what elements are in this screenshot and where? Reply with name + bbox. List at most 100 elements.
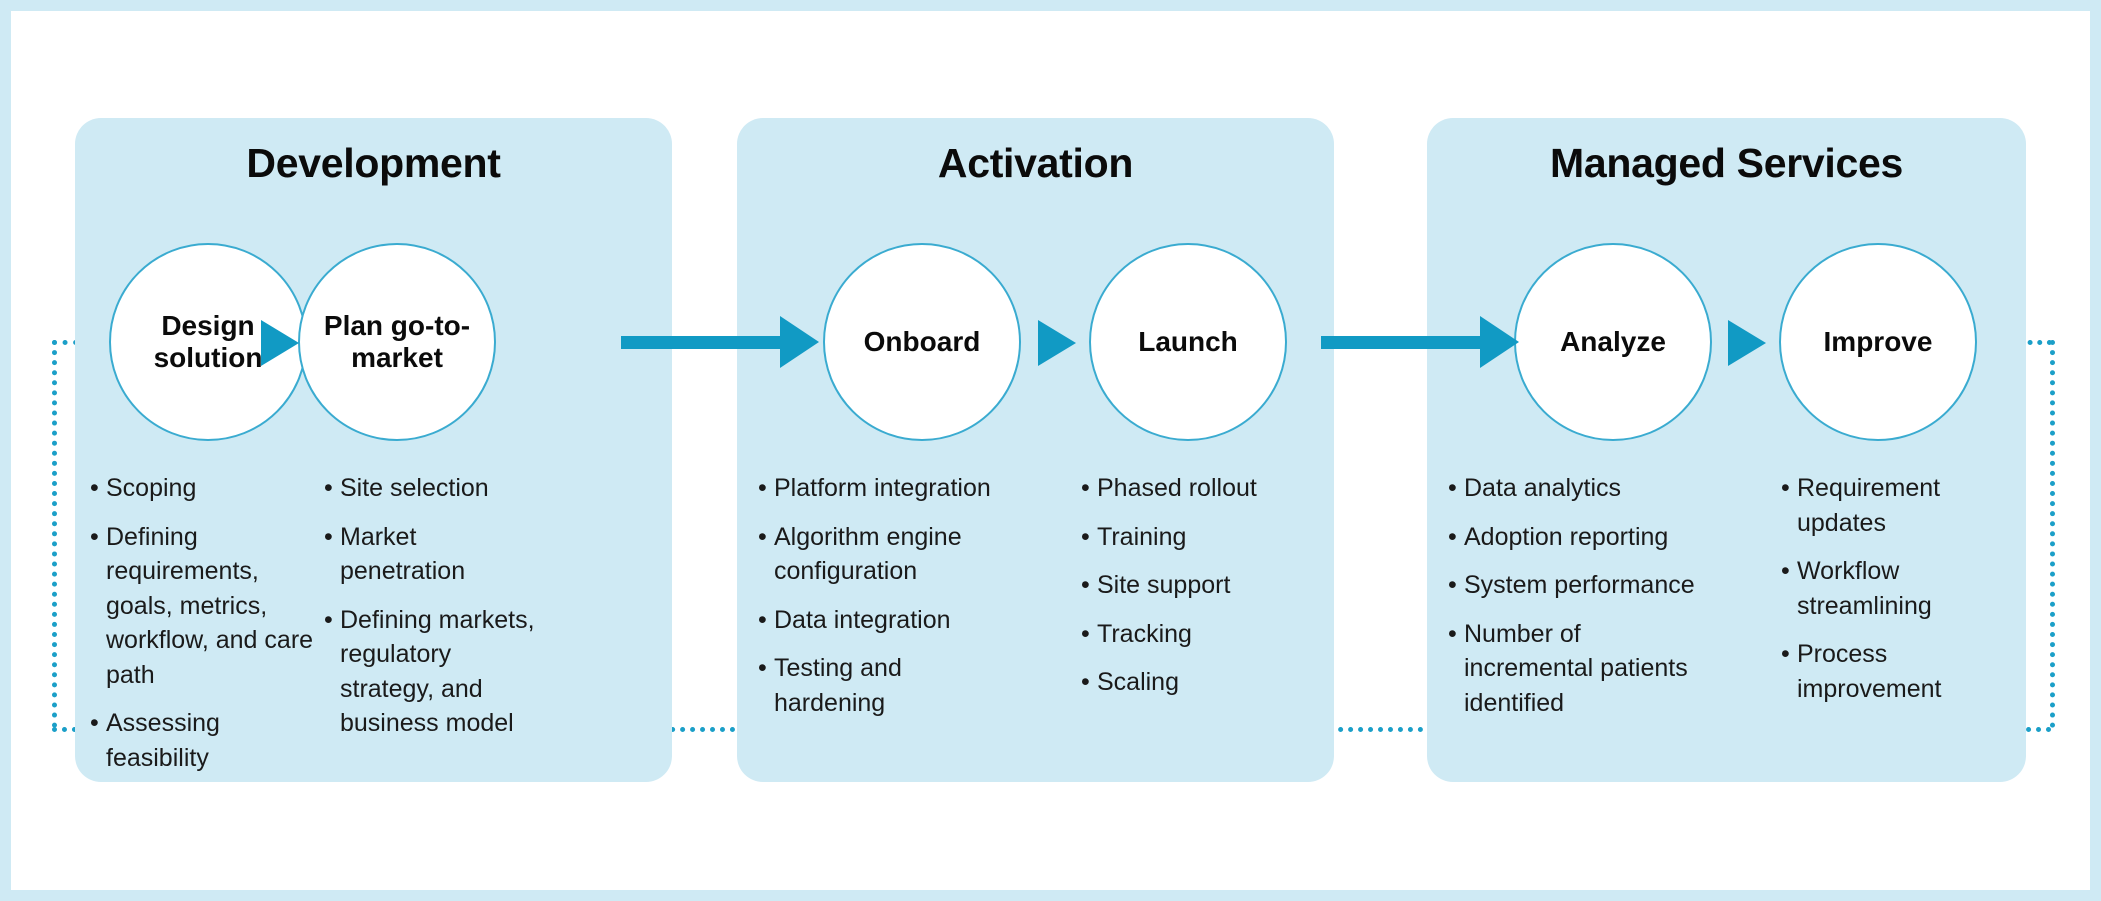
list-item-label: Data analytics xyxy=(1464,474,1622,502)
arrow-right-icon-analyze-to-improve xyxy=(1728,320,1766,366)
list-item: • Defining markets, regulatory strategy,… xyxy=(324,603,539,741)
list-item-label: Testing and hardening xyxy=(774,654,902,717)
bullet-marker: • xyxy=(90,474,99,502)
step-circle-plan-go-to-market[interactable]: Plan go-to- market xyxy=(298,243,496,441)
phase-title-activation: Activation xyxy=(937,140,1134,186)
step-circle-improve[interactable]: Improve xyxy=(1779,243,1977,441)
list-item-label: Site selection xyxy=(340,474,489,502)
bullet-marker: • xyxy=(1448,619,1457,648)
arrow-connector-development-to-activation xyxy=(621,316,819,368)
list-item-label: Scoping xyxy=(106,474,197,502)
feedback-loop-left-segment xyxy=(52,340,57,728)
step-circle-launch[interactable]: Launch xyxy=(1089,243,1287,441)
list-item: • Assessing feasibility xyxy=(90,706,315,775)
step-circle-design-solution[interactable]: Design solution xyxy=(109,243,307,441)
bullet-list-onboard: • Platform integration • Algorithm engin… xyxy=(758,471,1008,734)
list-item-label: Platform integration xyxy=(774,474,991,502)
list-item-label: Workflow streamlining xyxy=(1797,557,1932,620)
list-item-label: Phased rollout xyxy=(1097,474,1257,502)
list-item-label: Requirement updates xyxy=(1797,474,1941,537)
list-item: • Requirement updates xyxy=(1781,471,1941,540)
arrow-right-icon-design-to-plan xyxy=(261,320,299,366)
phase-title-development: Development xyxy=(246,140,501,186)
bullet-marker: • xyxy=(1448,571,1457,599)
step-circle-onboard[interactable]: Onboard xyxy=(823,243,1021,441)
bullet-marker: • xyxy=(90,522,99,551)
step-label-line: Analyze xyxy=(1560,325,1666,357)
list-item: • Platform integration xyxy=(758,471,1008,506)
list-item-label: Market penetration xyxy=(340,522,466,586)
list-item-label: Number of incremental patients identifie… xyxy=(1464,619,1688,717)
list-item: • Defining requirements, goals, metrics,… xyxy=(90,520,315,693)
list-item-label: Defining requirements, goals, metrics, w… xyxy=(106,522,314,689)
list-item-label: Site support xyxy=(1097,571,1231,599)
list-item: • Market penetration xyxy=(324,520,539,589)
bullet-marker: • xyxy=(1781,474,1790,502)
step-label-line: Design xyxy=(161,309,255,341)
step-circle-analyze[interactable]: Analyze xyxy=(1514,243,1712,441)
bullet-marker: • xyxy=(324,522,333,551)
bullet-marker: • xyxy=(758,605,767,634)
list-item-label: Tracking xyxy=(1097,619,1192,648)
list-item-label: Process improvement xyxy=(1797,640,1942,703)
bullet-marker: • xyxy=(758,474,767,502)
step-label-line: Plan go-to- xyxy=(323,309,471,341)
list-item-label: System performance xyxy=(1464,571,1695,599)
bullet-marker: • xyxy=(1781,557,1790,585)
list-item: • Testing and hardening xyxy=(758,651,1008,720)
list-item: • Scoping xyxy=(90,471,315,506)
list-item-label: Scaling xyxy=(1097,668,1179,696)
step-label-line: Onboard xyxy=(863,325,981,357)
list-item-label: Adoption reporting xyxy=(1464,522,1669,551)
arrow-connector-activation-to-managed-services xyxy=(1321,316,1519,368)
list-item: • Phased rollout xyxy=(1081,471,1281,506)
list-item: • Workflow streamlining xyxy=(1781,554,1941,623)
bullet-marker: • xyxy=(1781,640,1790,668)
bullet-list-design-solution: • Scoping • Defining requirements, goals… xyxy=(90,471,315,789)
bullet-marker: • xyxy=(324,605,333,634)
bullet-marker: • xyxy=(1081,619,1090,648)
list-item: • Process improvement xyxy=(1781,637,1942,706)
bullet-list-analyze: • Data analytics • Adoption reporting • … xyxy=(1448,471,1706,734)
bullet-list-plan-go-to-market: • Site selection • Market penetration • … xyxy=(324,471,539,755)
list-item: • Data integration xyxy=(758,603,1008,638)
diagram-inner-surface: Development Design solution Plan go-to- … xyxy=(11,11,2090,890)
bullet-marker: • xyxy=(1448,474,1457,502)
bullet-list-improve: • Requirement updates • Workflow streaml… xyxy=(1781,471,1942,720)
feedback-loop-right-segment xyxy=(2050,340,2055,728)
bullet-marker: • xyxy=(1081,571,1090,599)
list-item: • Algorithm engine configuration xyxy=(758,520,1008,589)
step-label-line: solution xyxy=(153,342,263,373)
list-item: • Site selection xyxy=(324,471,539,506)
list-item: • Tracking xyxy=(1081,617,1281,652)
arrow-right-icon-onboard-to-launch xyxy=(1038,320,1076,366)
list-item: • Training xyxy=(1081,520,1281,555)
bullet-marker: • xyxy=(90,709,99,737)
bullet-list-launch: • Phased rollout • Training • Site suppo… xyxy=(1081,471,1281,714)
list-item: • Adoption reporting xyxy=(1448,520,1706,555)
bullet-marker: • xyxy=(1081,668,1090,696)
list-item-label: Algorithm engine configuration xyxy=(774,522,962,586)
bullet-marker: • xyxy=(758,522,767,551)
bullet-marker: • xyxy=(1448,522,1457,551)
list-item: • Site support xyxy=(1081,568,1281,603)
list-item-label: Defining markets, regulatory strategy, a… xyxy=(340,605,535,738)
list-item: • Scaling xyxy=(1081,665,1281,700)
step-label-line: market xyxy=(351,342,443,373)
phase-panel-development[interactable]: Development xyxy=(75,118,672,782)
list-item-label: Assessing feasibility xyxy=(106,709,220,772)
bullet-marker: • xyxy=(324,474,333,502)
list-item-label: Data integration xyxy=(774,605,951,634)
bullet-marker: • xyxy=(758,654,767,682)
bullet-marker: • xyxy=(1081,474,1090,502)
phase-title-managed-services: Managed Services xyxy=(1550,140,1903,186)
list-item: • Data analytics xyxy=(1448,471,1706,506)
step-label-line: Improve xyxy=(1823,325,1933,357)
phase-panel-managed-services[interactable]: Managed Services xyxy=(1427,118,2026,782)
list-item: • Number of incremental patients identif… xyxy=(1448,617,1706,721)
list-item-label: Training xyxy=(1097,522,1187,551)
step-label-line: Launch xyxy=(1138,325,1238,357)
phase-panel-activation[interactable]: Activation xyxy=(737,118,1334,782)
list-item: • System performance xyxy=(1448,568,1706,603)
